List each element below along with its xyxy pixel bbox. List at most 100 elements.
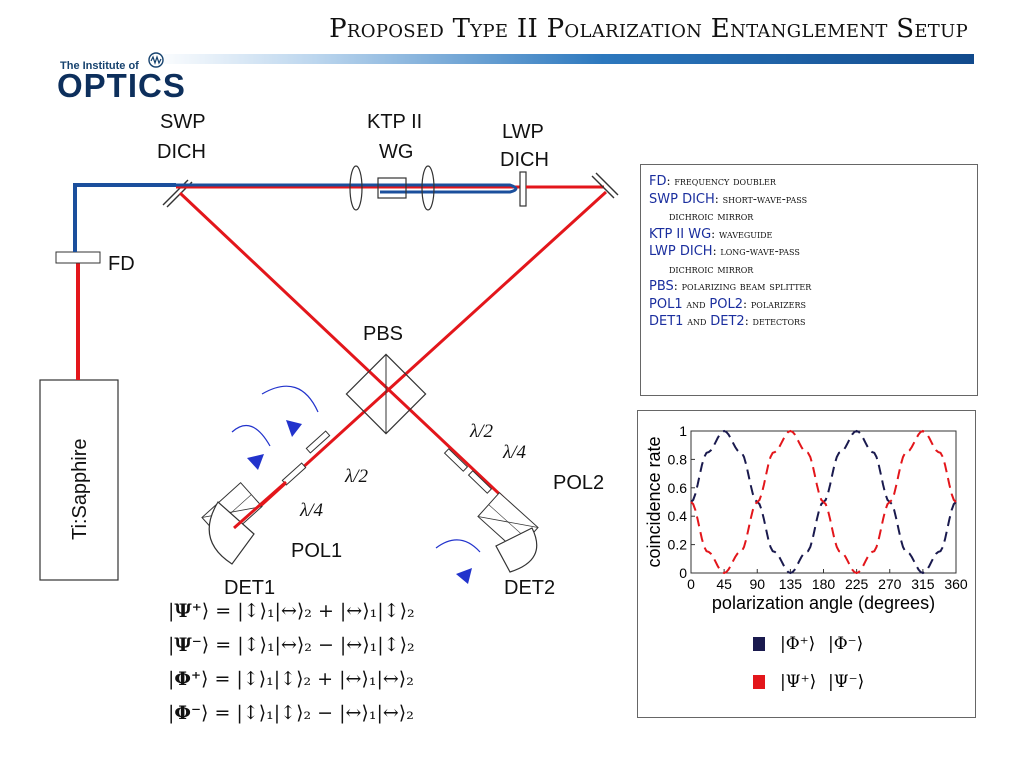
legend-key: LWP DICH: [649, 244, 713, 259]
red-beam-arm-2: [178, 191, 530, 523]
ket-bracket: ⟩: [201, 600, 216, 622]
ktp-label-1: KTP II: [367, 111, 422, 133]
detector-1: [208, 501, 255, 565]
legend-swatch: [753, 675, 765, 689]
rotation-arrows: [231, 385, 481, 553]
legend-desc: : detectors: [744, 314, 806, 328]
y-tick-label: 0.2: [668, 537, 688, 553]
x-tick-label: 135: [779, 576, 803, 592]
legend-desc: dichroic mirror: [669, 209, 754, 223]
chart-legend-label: |Φ⁺⟩: [780, 634, 815, 654]
legend-swatch: [753, 637, 765, 651]
x-tick-label: 360: [944, 576, 968, 592]
chart-legend-label: |Ψ⁻⟩: [828, 672, 864, 692]
rotation-arrow-head: [247, 454, 264, 470]
fd-element: [55, 251, 101, 264]
legend-row: dichroic mirror: [649, 208, 969, 226]
legend-desc: dichroic mirror: [669, 261, 754, 276]
ket-bracket: ⟩: [201, 668, 215, 690]
legend-key: POL2: [709, 296, 744, 312]
legend-row: KTP II WG: waveguide: [649, 226, 969, 244]
lwp-label-1: LWP: [502, 121, 544, 143]
legend-desc: : frequency doubler: [666, 174, 776, 188]
rotation-arrow-head: [286, 420, 302, 437]
laser-box: [39, 379, 119, 581]
legend-key: PBS: [649, 279, 674, 294]
legend-row: POL1 and POL2: polarizers: [649, 296, 969, 314]
legend-key: DET1: [649, 314, 684, 329]
rotation-arrow-head: [456, 568, 472, 584]
pol2-label: POL2: [553, 472, 604, 494]
y-tick-label: 0.6: [668, 480, 688, 496]
legend-desc: : short-wave-pass: [714, 191, 808, 206]
ktp-waveguide: [377, 177, 407, 199]
legend-desc: : polarizing beam splitter: [673, 279, 812, 293]
bell-states: |Ψ⁺⟩ = |↕⟩₁|↔⟩₂ + |↔⟩₁|↕⟩₂|Ψ⁻⟩ = |↕⟩₁|↔⟩…: [168, 594, 415, 730]
fd-label: FD: [108, 253, 135, 275]
legend-row: FD: frequency doubler: [649, 173, 969, 191]
laser-label: Ti:Sapphire: [69, 438, 91, 540]
pbs-label: PBS: [363, 323, 403, 345]
legend-desc: and: [683, 314, 711, 328]
quarter-wave-plate-2: [467, 470, 493, 494]
equation-lhs: Ψ⁺: [174, 600, 202, 622]
legend-key: KTP II WG: [649, 226, 712, 242]
pbs-cube: [345, 353, 427, 435]
half-wave-plate-1: [305, 430, 331, 454]
legend-key: FD: [649, 174, 667, 189]
legend-key: POL1: [649, 296, 683, 312]
ket-bar: |: [168, 600, 175, 622]
equation-rhs: = |↕⟩₁|↔⟩₂ − |↔⟩₁|↕⟩₂: [215, 634, 415, 656]
legend-desc: : waveguide: [711, 226, 773, 241]
equation-lhs: Ψ⁻: [174, 634, 202, 656]
ket-bar: |: [168, 668, 175, 690]
legend-row: dichroic mirror: [649, 261, 969, 279]
half-wave-label-2: λ/2: [469, 421, 494, 442]
legend-key: SWP DICH: [649, 191, 715, 207]
half-wave-label-1: λ/2: [344, 466, 369, 487]
ktp-label-2: WG: [379, 141, 413, 163]
det1-label: DET1: [224, 577, 275, 599]
y-tick-label: 0.8: [668, 451, 688, 467]
y-tick-label: 0.4: [668, 508, 688, 524]
x-tick-label: 225: [845, 576, 869, 592]
lwp-label-2: DICH: [500, 149, 549, 171]
legend-row: SWP DICH: short-wave-pass: [649, 191, 969, 209]
y-tick-label: 0: [679, 565, 687, 581]
x-tick-label: 0: [687, 576, 695, 592]
x-tick-label: 315: [911, 576, 935, 592]
equation-row: |Φ⁺⟩ = |↕⟩₁|↕⟩₂ + |↔⟩₁|↔⟩₂: [168, 662, 415, 696]
legend-row: DET1 and DET2: detectors: [649, 313, 969, 331]
logo: OPTICS: [57, 67, 186, 104]
swp-label-2: DICH: [157, 141, 206, 163]
logo-waveform-icon: [148, 52, 164, 68]
x-tick-label: 180: [812, 576, 836, 592]
equation-row: |Ψ⁺⟩ = |↕⟩₁|↔⟩₂ + |↔⟩₁|↕⟩₂: [168, 594, 415, 628]
equation-row: |Φ⁻⟩ = |↕⟩₁|↕⟩₂ − |↔⟩₁|↔⟩₂: [168, 696, 415, 730]
ket-bracket: ⟩: [201, 634, 216, 656]
y-tick-label: 1: [679, 423, 687, 439]
swp-label-1: SWP: [160, 111, 206, 133]
legend-desc: : polarizers: [743, 296, 806, 311]
chart-legend-label: |Ψ⁺⟩: [780, 672, 816, 692]
lens-right: [421, 165, 435, 211]
x-tick-label: 45: [716, 576, 732, 592]
equation-row: |Ψ⁻⟩ = |↕⟩₁|↔⟩₂ − |↔⟩₁|↕⟩₂: [168, 628, 415, 662]
equation-rhs: = |↕⟩₁|↕⟩₂ + |↔⟩₁|↔⟩₂: [214, 668, 414, 690]
half-wave-plate-2: [443, 448, 469, 472]
chart-legend-label: |Φ⁻⟩: [828, 634, 863, 654]
legend-desc: and: [682, 296, 710, 311]
equation-rhs: = |↕⟩₁|↔⟩₂ + |↔⟩₁|↕⟩₂: [215, 600, 415, 622]
legend-row: PBS: polarizing beam splitter: [649, 278, 969, 296]
x-tick-label: 90: [749, 576, 765, 592]
lwp-mirror: [519, 171, 527, 207]
equation-lhs: Φ⁻: [174, 702, 201, 724]
legend-desc: : long-wave-pass: [712, 244, 800, 258]
quarter-wave-label-1: λ/4: [299, 500, 324, 521]
ket-bar: |: [168, 634, 175, 656]
blue-beam-input: [73, 183, 176, 252]
